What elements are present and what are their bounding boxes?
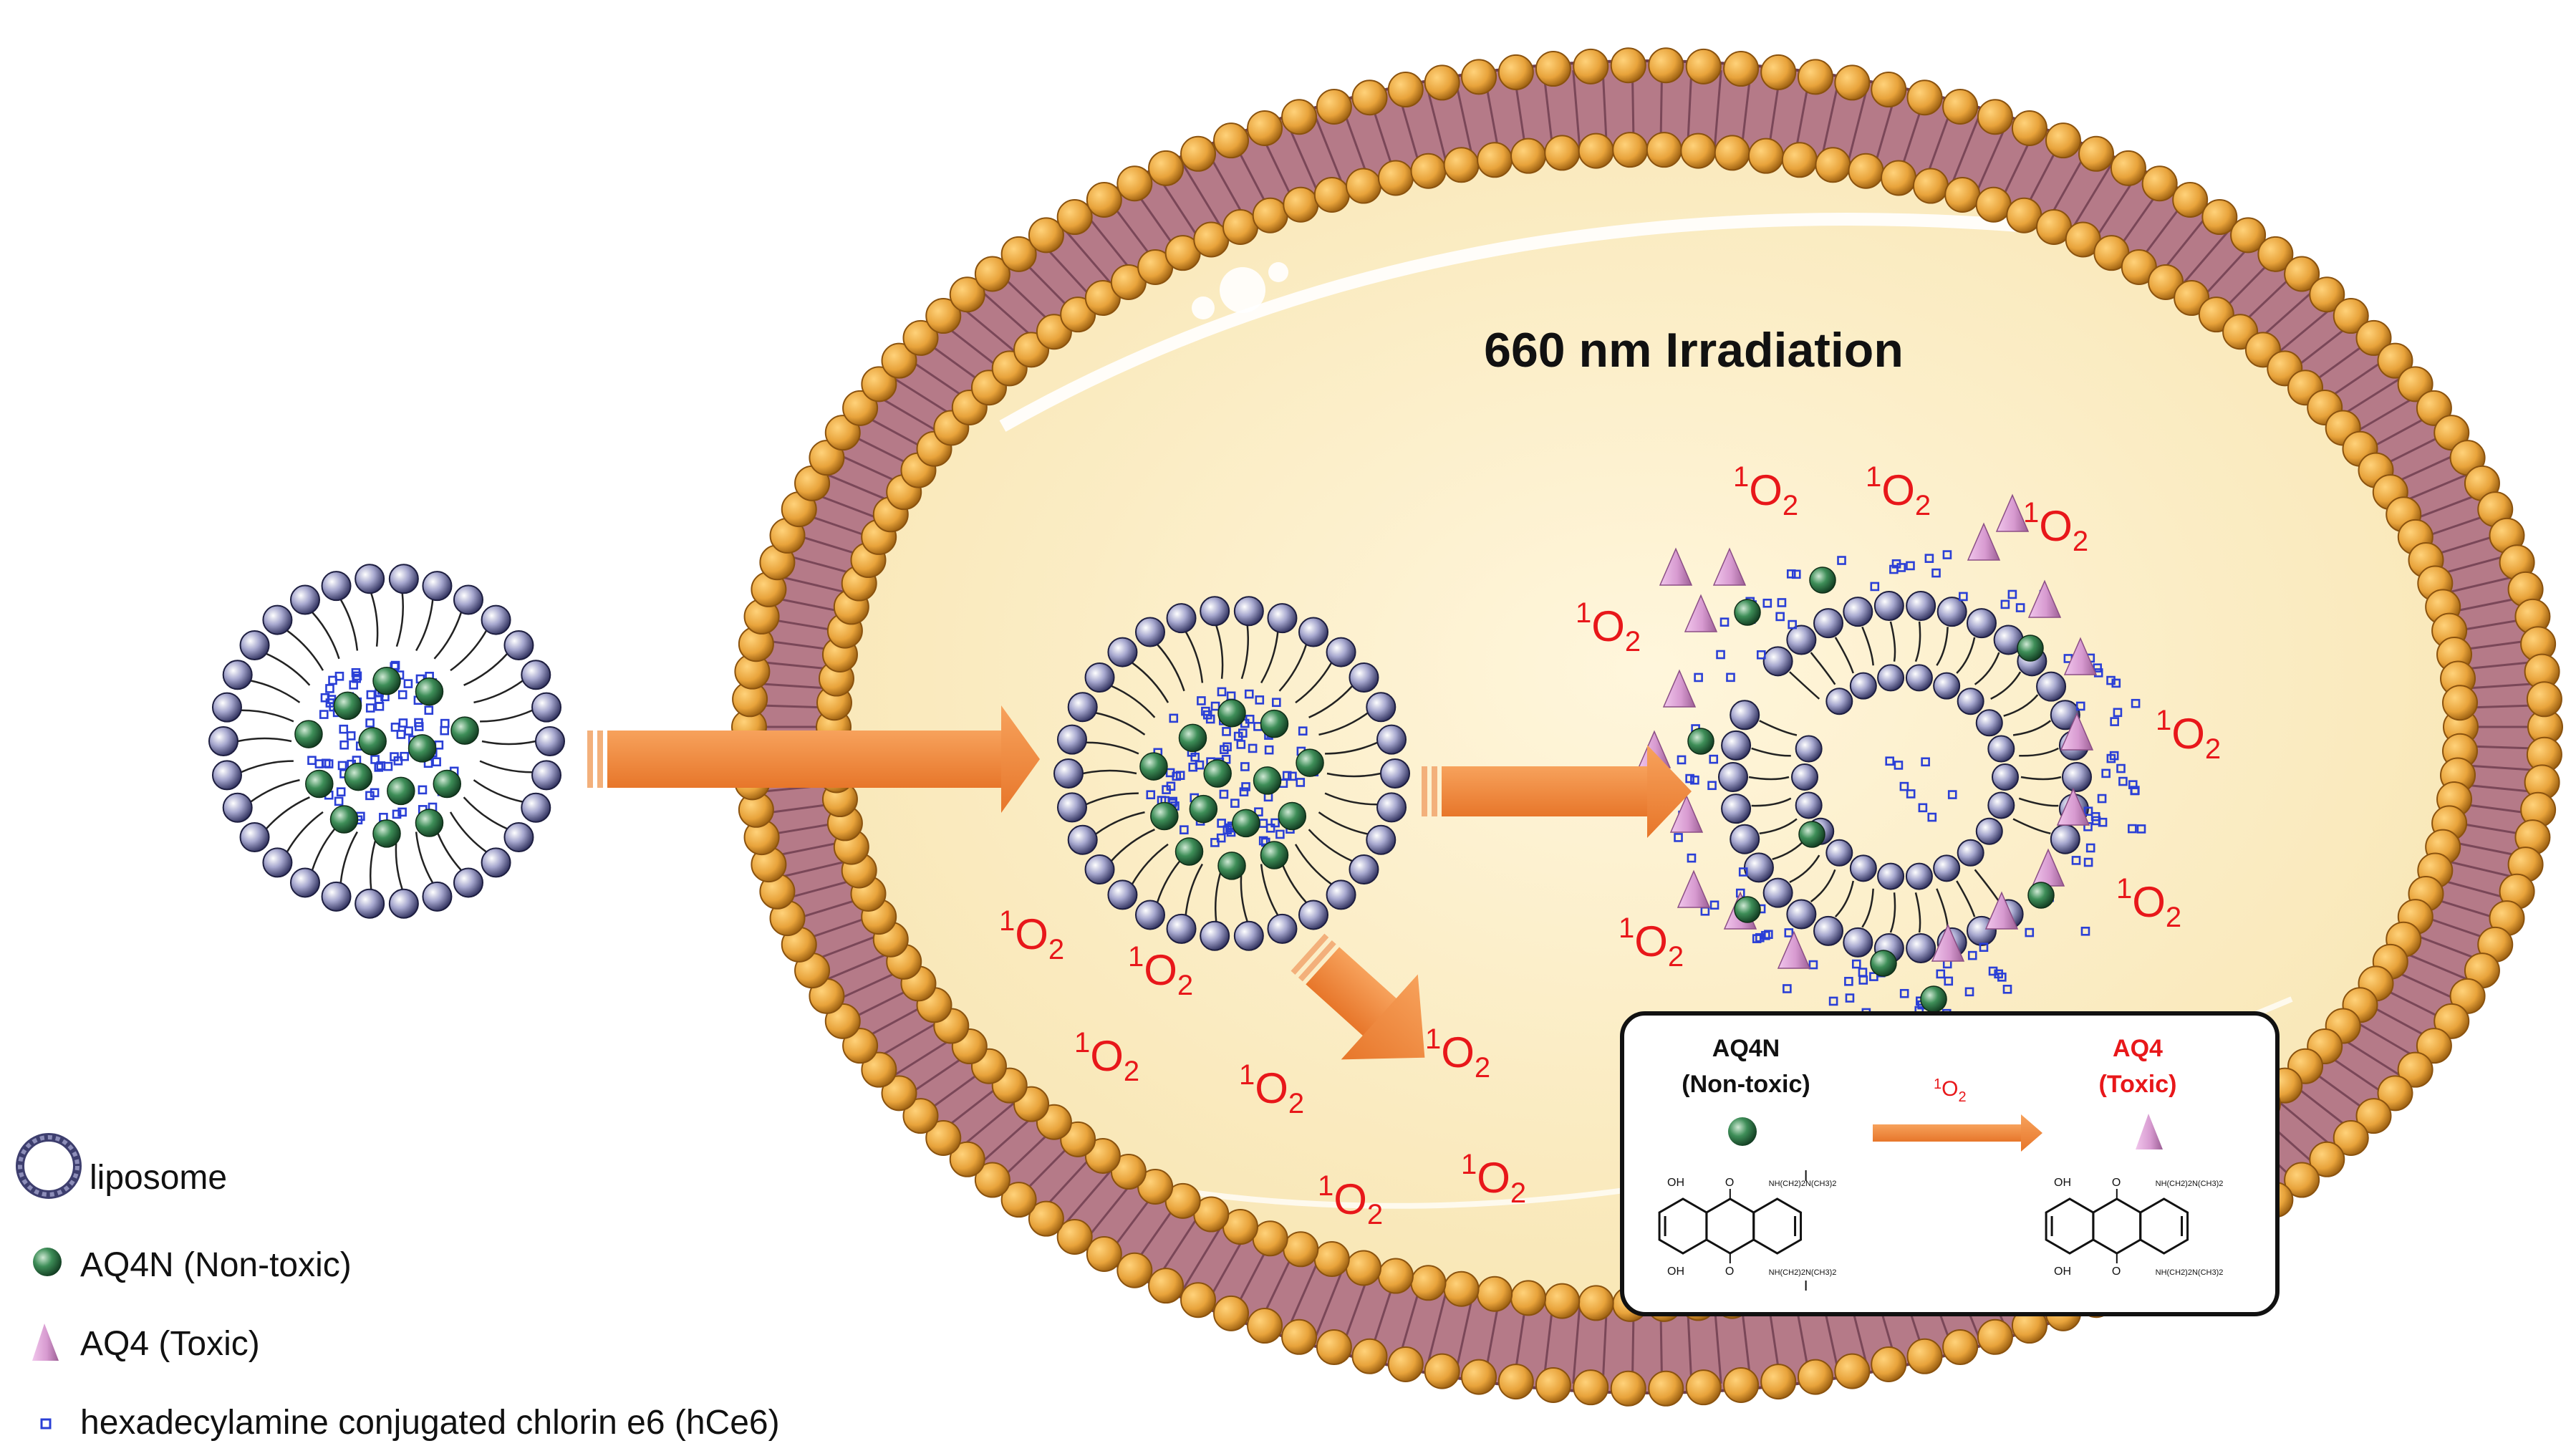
hydroxyl-label: OH <box>2054 1177 2071 1189</box>
aq4-desc: (Toxic) <box>2099 1071 2177 1098</box>
carbonyl-o-label: O <box>2112 1265 2121 1278</box>
irradiation-title: 660 nm Irradiation <box>1484 323 1904 377</box>
aq4n-name: AQ4N <box>1712 1035 1780 1062</box>
hydroxyl-label: OH <box>1667 1177 1684 1189</box>
singlet-oxygen-label: 1O2 <box>1425 1023 1490 1084</box>
arrow-into-cell <box>587 705 1040 813</box>
side-chain-label: NH(CH2)2N(CH3)2 <box>1769 1180 1837 1188</box>
liposome-ruptured <box>1637 493 2146 1025</box>
legend-hce6-label: hexadecylamine conjugated chlorin e6 (hC… <box>80 1404 780 1442</box>
singlet-oxygen-label: 1O2 <box>1576 597 1641 657</box>
legend-liposome-label: liposome <box>90 1159 227 1197</box>
inset-reaction-arrow: 1O2 <box>1873 1076 2042 1152</box>
legend-aq4-icon <box>32 1324 59 1361</box>
legend-liposome-icon <box>16 1133 82 1199</box>
singlet-oxygen-label: 1O2 <box>1074 1027 1139 1087</box>
aq4n-icon <box>1728 1117 1757 1146</box>
aq4-icon <box>2136 1114 2163 1149</box>
hydroxyl-label: OH <box>1667 1265 1684 1278</box>
carbonyl-o-label: O <box>1725 1177 1734 1189</box>
legend-hce6-icon <box>40 1418 52 1430</box>
inset-oxidant: 1O2 <box>1934 1076 1967 1105</box>
arrow-to-rupture <box>1422 745 1692 838</box>
singlet-oxygen-label: 1O2 <box>1733 461 1798 521</box>
singlet-oxygen-label: 1O2 <box>2023 497 2088 557</box>
legend-aq4n-icon <box>33 1248 62 1276</box>
aq4n-desc: (Non-toxic) <box>1682 1071 1810 1098</box>
side-chain-label: NH(CH2)2N(CH3)2 <box>1769 1268 1837 1277</box>
legend: liposome AQ4N (Non-toxic) AQ4 (Toxic) he… <box>16 1133 780 1442</box>
legend-aq4n-label: AQ4N (Non-toxic) <box>80 1246 352 1284</box>
liposome-intact-inside <box>1053 596 1410 951</box>
side-chain-label: NH(CH2)2N(CH3)2 <box>2156 1180 2224 1188</box>
reaction-inset: AQ4N (Non-toxic) AQ4 (Toxic) 1O2 O O OH OH N… <box>1620 1011 2280 1316</box>
singlet-oxygen-label: 1O2 <box>1866 461 1931 521</box>
aq4-name: AQ4 <box>2113 1035 2163 1062</box>
singlet-oxygen-label: 1O2 <box>1128 941 1193 1001</box>
side-chain-label: NH(CH2)2N(CH3)2 <box>2156 1268 2224 1277</box>
singlet-oxygen-label: 1O2 <box>1239 1059 1304 1119</box>
singlet-oxygen-label: 1O2 <box>1318 1170 1383 1230</box>
arrow-down-release <box>1291 933 1425 1060</box>
singlet-oxygen-label: 1O2 <box>999 905 1064 965</box>
carbonyl-o-label: O <box>2112 1177 2121 1189</box>
liposome-intact-outside <box>208 564 565 919</box>
carbonyl-o-label: O <box>1725 1265 1734 1278</box>
hydroxyl-label: OH <box>2054 1265 2071 1278</box>
singlet-oxygen-label: 1O2 <box>2156 705 2221 765</box>
singlet-oxygen-label: 1O2 <box>1619 912 1684 973</box>
singlet-oxygen-label: 1O2 <box>1461 1149 1526 1209</box>
singlet-oxygen-label: 1O2 <box>2116 873 2181 933</box>
legend-aq4-label: AQ4 (Toxic) <box>80 1325 260 1363</box>
